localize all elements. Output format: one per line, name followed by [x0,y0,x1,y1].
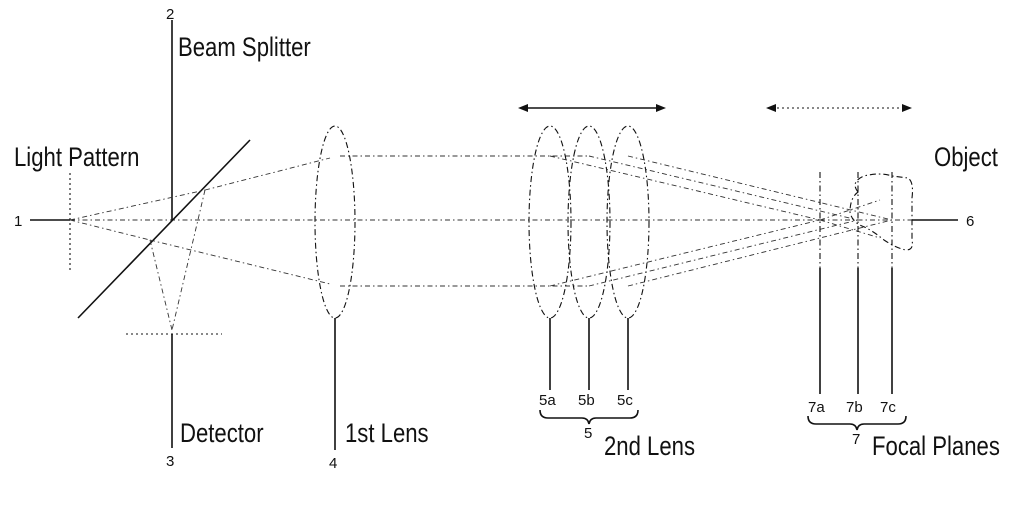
brace-7 [807,415,907,431]
ray-converge-a-lower [549,219,821,287]
ray-source-lower [69,219,151,241]
label-number-7a: 7a [808,399,825,416]
label-number-2: 2 [166,6,174,23]
label-detector: Detector [180,419,264,449]
ray-converge-b-upper [588,155,859,221]
focal-arrow-head-right [902,104,912,112]
brace-5 [539,409,639,425]
ray-source-upper [69,189,206,221]
label-number-5c: 5c [617,392,633,409]
second-lens-position-5a [528,125,572,319]
arrow-head-right [656,104,666,112]
ray-converge-c-upper [627,155,893,221]
label-number-5a: 5a [539,392,556,409]
ray-converge-c-lower [627,219,893,287]
label-number-4: 4 [329,455,337,472]
second-lens-position-5b [567,125,611,319]
label-number-3: 3 [166,453,174,470]
label-number-7: 7 [852,431,860,448]
second-lens-position-5c [606,125,650,319]
label-number-1: 1 [14,213,22,230]
ray-converge-b-lower [588,219,859,287]
label-focal-planes: Focal Planes [872,432,1000,462]
ray-splitter-lower [149,239,331,285]
arrow-head-left [518,104,528,112]
first-lens [314,125,356,319]
ray-diverge-a-upper [819,199,881,221]
label-first-lens: 1st Lens [345,419,429,449]
focal-arrow-head-left [766,104,776,112]
beam-splitter [77,139,251,319]
label-number-5b: 5b [578,392,595,409]
label-number-7b: 7b [846,399,863,416]
label-beam-splitter: Beam Splitter [178,33,311,63]
label-number-5: 5 [584,425,592,442]
ray-converge-a-upper [549,155,821,221]
label-number-7c: 7c [880,399,896,416]
object-outline [849,173,914,251]
ray-diverge-a-lower [819,219,881,239]
ray-splitter-upper [204,157,331,191]
label-number-6: 6 [966,213,974,230]
ray-detector-right [171,189,206,331]
ray-detector-left [149,239,173,331]
label-light-pattern: Light Pattern [14,143,139,173]
label-object: Object [934,143,998,173]
label-second-lens: 2nd Lens [604,432,695,462]
